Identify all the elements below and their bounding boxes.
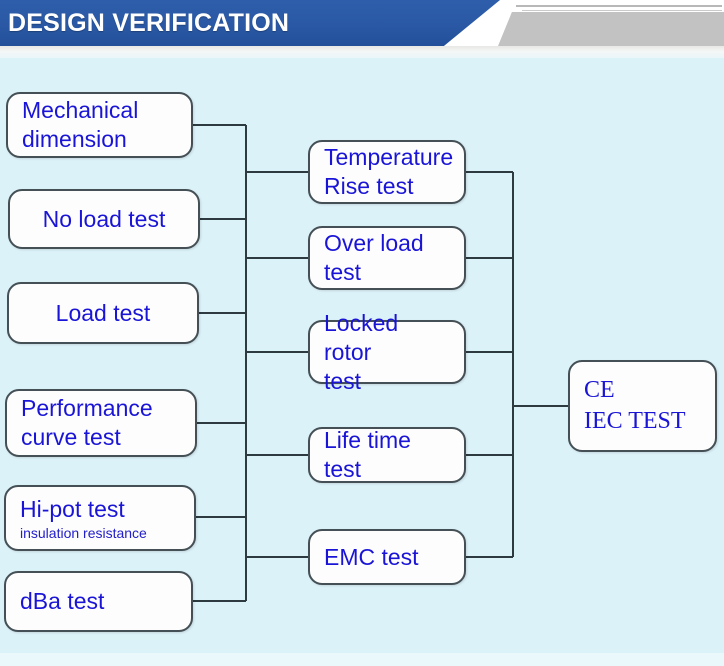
node-label: Over load test xyxy=(324,230,424,285)
connector-lines xyxy=(193,124,568,602)
node-ce-iec-test[interactable]: CE IEC TEST xyxy=(568,360,717,452)
header-accent-line-top xyxy=(516,5,722,7)
node-emc-test[interactable]: EMC test xyxy=(308,529,466,585)
node-life-time-test[interactable]: Life time test xyxy=(308,427,466,483)
node-performance-curve-test[interactable]: Performance curve test xyxy=(5,389,197,457)
node-label: Hi-pot test xyxy=(20,495,125,522)
header-gray-banner xyxy=(498,12,724,46)
node-mechanical-dimension[interactable]: Mechanical dimension xyxy=(6,92,193,158)
node-locked-rotor-test[interactable]: Locked rotor test xyxy=(308,310,466,394)
page-header: DESIGN VERIFICATION xyxy=(0,0,724,58)
node-label: Temperature Rise test xyxy=(324,144,454,199)
node-dba-test[interactable]: dBa test xyxy=(4,571,193,632)
node-label: CE IEC TEST xyxy=(584,377,686,434)
node-label: No load test xyxy=(42,205,166,232)
node-load-test[interactable]: Load test xyxy=(7,282,199,344)
node-label: Performance curve test xyxy=(21,395,153,450)
node-label: dBa test xyxy=(20,588,105,614)
node-temperature-rise-test[interactable]: Temperature Rise test xyxy=(308,140,466,204)
node-label: Load test xyxy=(55,299,151,326)
header-blue-banner xyxy=(0,0,500,46)
node-sublabel: insulation resistance xyxy=(20,524,147,541)
header-fade-strip xyxy=(0,46,724,58)
bottom-band xyxy=(0,653,724,666)
node-no-load-test[interactable]: No load test xyxy=(8,189,200,249)
node-label: Locked rotor test xyxy=(324,309,399,394)
header-accent-line-bottom xyxy=(522,10,722,11)
page-title: DESIGN VERIFICATION xyxy=(8,9,290,37)
node-hi-pot-test[interactable]: Hi-pot test insulation resistance xyxy=(4,485,196,551)
node-over-load-test[interactable]: Over load test xyxy=(308,226,466,290)
node-label: Life time test xyxy=(324,427,411,482)
node-label: Mechanical dimension xyxy=(22,97,139,152)
diagram-canvas: Mechanical dimension No load test Load t… xyxy=(0,58,724,653)
node-label: EMC test xyxy=(324,543,419,570)
